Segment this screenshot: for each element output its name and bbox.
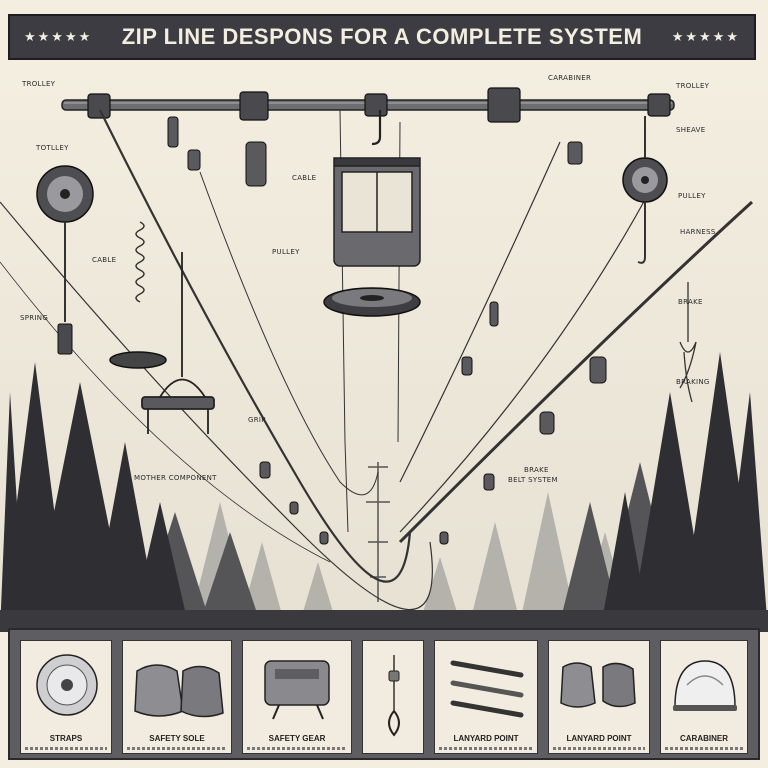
label-pulley-center: PULLEY — [272, 248, 300, 256]
label-cable-center: CABLE — [292, 174, 317, 182]
center-disc — [323, 287, 421, 317]
equipment-card-6: LANYARD POINT — [548, 640, 650, 754]
label-sheave-right: SHEAVE — [676, 126, 706, 134]
label-brake-right: BRAKE — [678, 298, 703, 306]
label-harness-right: HARNESS — [680, 228, 716, 236]
label-cable-left: CABLE — [92, 256, 117, 264]
label-trolley-top: TROLLEY — [22, 80, 56, 88]
left-forest — [0, 362, 190, 632]
shoes-icon — [134, 664, 224, 718]
rods-icon — [450, 660, 524, 718]
label-grip: GRIP — [248, 416, 266, 424]
equipment-card-4 — [362, 640, 424, 754]
label-trolley-left: TOTLLEY — [36, 144, 69, 152]
disc-icon — [36, 654, 98, 716]
label-braking: BRAKING — [676, 378, 710, 386]
rope-coil — [679, 282, 697, 403]
equipment-card-3: SAFETY GEAR — [242, 640, 352, 754]
equipment-label-6: LANYARD POINT — [566, 734, 632, 743]
lanyard-hook-icon — [388, 655, 400, 737]
label-brake-bottom: BRAKE — [524, 466, 549, 474]
equipment-label-7: CARABINER — [680, 734, 728, 743]
harness-pack-icon — [264, 660, 330, 720]
equipment-card-1: STRAPS — [20, 640, 112, 754]
label-trolley-right-top: TROLLEY — [676, 82, 710, 90]
label-mother-component: MOTHER COMPONENT — [134, 474, 217, 482]
gondola — [333, 110, 421, 267]
equipment-label-5: LANYARD POINT — [453, 734, 519, 743]
equipment-label-1: STRAPS — [49, 734, 83, 743]
equipment-panel: STRAPS SAFETY SOLE SAFETY GEAR — [8, 628, 760, 760]
cables — [0, 109, 754, 611]
label-carabiner-top: CARABINER — [548, 74, 592, 82]
hanging-clips — [167, 116, 607, 545]
top-rail — [61, 87, 675, 123]
equipment-card-2: SAFETY SOLE — [122, 640, 232, 754]
label-spring-left: SPRING — [20, 314, 49, 322]
seat-harness — [141, 252, 215, 434]
label-belt-system: BELT SYSTEM — [508, 476, 558, 484]
boots-icon — [560, 662, 636, 708]
zipline-diagram: TROLLEY TOTLLEY CARABINER TROLLEY SHEAVE… — [0, 62, 768, 632]
equipment-label-3: SAFETY GEAR — [268, 734, 326, 743]
left-pulley — [36, 165, 94, 355]
right-pulley — [622, 116, 668, 264]
right-forest — [600, 352, 768, 632]
helmet-icon — [673, 660, 737, 711]
stars-left-icon: ★★★★★ — [24, 29, 93, 45]
title-banner: ★★★★★ ZIP LINE DESPONS FOR A COMPLETE SY… — [8, 14, 756, 60]
spring-assembly — [109, 221, 167, 369]
equipment-label-2: SAFETY SOLE — [149, 734, 205, 743]
poster-title: ZIP LINE DESPONS FOR A COMPLETE SYSTEM — [121, 24, 643, 49]
stars-right-icon: ★★★★★ — [671, 29, 740, 45]
equipment-card-7: CARABINER — [660, 640, 748, 754]
label-pulley-right: PULLEY — [678, 192, 706, 200]
equipment-card-5: LANYARD POINT — [434, 640, 538, 754]
diagram-illustration — [0, 62, 768, 632]
